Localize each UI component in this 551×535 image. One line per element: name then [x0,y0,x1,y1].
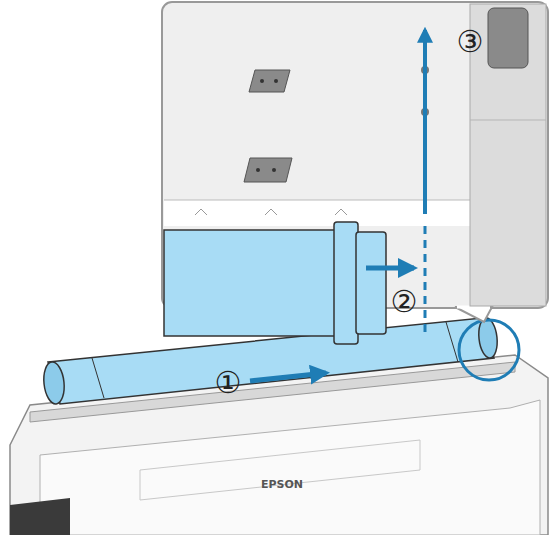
callout-number: ③ [457,27,484,57]
brand-logo: EPSON [261,479,303,490]
callout-number: ① [215,368,242,398]
callout-number: ② [391,287,418,317]
